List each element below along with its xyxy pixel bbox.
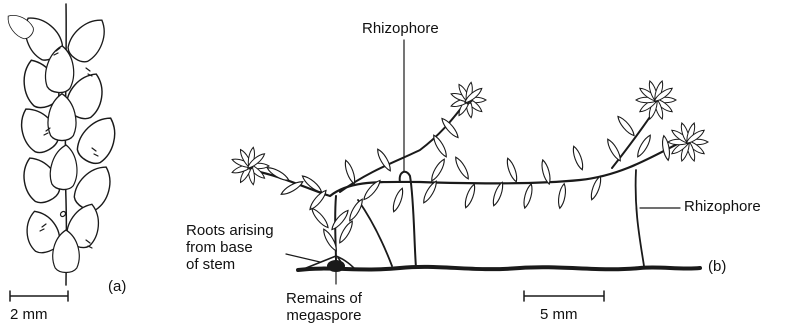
stem-leaf (391, 187, 405, 213)
scale-bar-5mm (524, 291, 604, 301)
scale-label-2mm: 2 mm (10, 306, 48, 323)
soil-line (298, 267, 700, 270)
label-rhizophore-top: Rhizophore (362, 20, 439, 37)
stem-leaf (431, 134, 449, 159)
stem-leaf (491, 181, 505, 207)
stem-leaf (347, 198, 365, 223)
stem-leaf (343, 159, 357, 185)
label-roots-line3: of stem (186, 256, 274, 273)
stem-leaf (616, 114, 637, 137)
stem-leaf (310, 206, 331, 229)
stem-leaf (571, 145, 585, 171)
label-roots-arising: Roots arising from base of stem (186, 222, 274, 273)
stem-leaf (661, 135, 671, 161)
label-remains-line2: megaspore (286, 307, 362, 324)
stem-leaf (605, 138, 623, 163)
stem-leaf (522, 183, 534, 209)
stem-leaf (505, 157, 519, 183)
stem-leaf (463, 183, 477, 209)
leaf (72, 110, 124, 168)
label-roots-line1: Roots arising (186, 222, 274, 239)
stem-leaf (300, 174, 323, 195)
scale-label-5mm: 5 mm (540, 306, 578, 323)
stem-leaf (429, 158, 447, 183)
panel-b-label: (b) (708, 258, 726, 275)
scale-bar-2mm (10, 291, 68, 301)
label-roots-line2: from base (186, 239, 274, 256)
stem-leaf (635, 134, 653, 159)
panel-a-label: (a) (108, 278, 126, 295)
label-rhizophore-right: Rhizophore (684, 198, 761, 215)
stem-leaf (440, 116, 461, 139)
leaf (49, 144, 79, 191)
stem-leaf (557, 183, 567, 209)
stem-leaf (540, 159, 552, 185)
stem-leaf (453, 156, 471, 181)
panel-b-plant (231, 80, 708, 272)
panel-a-shoot (3, 4, 125, 285)
label-remains-megaspore: Remains of megaspore (286, 290, 362, 324)
label-remains-line1: Remains of (286, 290, 362, 307)
